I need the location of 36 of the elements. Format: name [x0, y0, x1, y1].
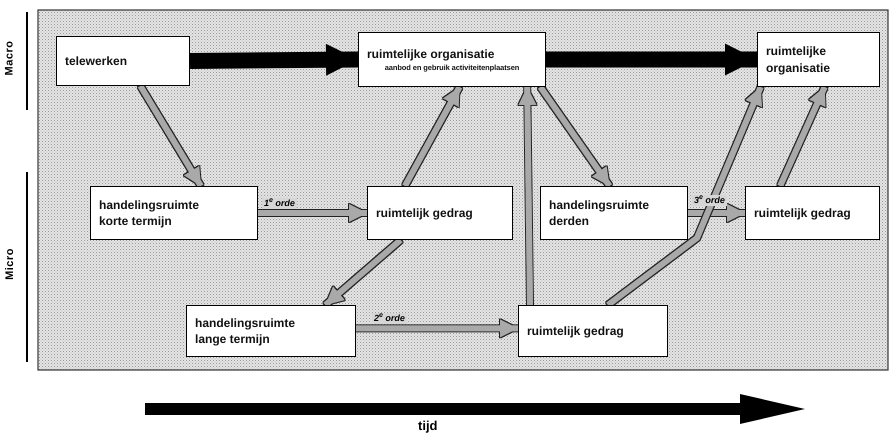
box-label: ruimtelijk gedrag: [527, 322, 625, 340]
box-label: handelingsruimte derden: [549, 196, 650, 230]
arrow: [402, 86, 462, 188]
edge-label: 3$^{e}$ orde: [692, 195, 727, 206]
arrow: [190, 44, 358, 76]
arrow: [518, 86, 536, 306]
box-label: ruimtelijke organisatie: [766, 43, 832, 76]
box-label: ruimtelijk gedrag: [754, 204, 852, 222]
arrow: [546, 44, 757, 76]
process-box: [540, 186, 688, 240]
process-box: [757, 32, 880, 87]
process-box: [745, 186, 880, 240]
arrow: [258, 204, 367, 222]
arrow: [777, 86, 828, 188]
process-box: [518, 305, 668, 357]
edge-label: 2$^{e}$ orde: [372, 313, 407, 324]
axis-label: Micro: [4, 248, 16, 280]
process-box: [358, 32, 546, 87]
box-label: ruimtelijke organisatie: [367, 46, 496, 63]
arrow: [323, 238, 403, 308]
arrow: [356, 319, 518, 338]
arrow: [538, 85, 612, 188]
box-label: handelingsruimte korte termijn: [99, 196, 200, 230]
process-box: [367, 186, 513, 240]
direction-label: tijd: [418, 418, 438, 433]
process-box: [56, 36, 190, 86]
arrow: [688, 204, 745, 222]
arrow: [138, 84, 204, 188]
process-box: [186, 305, 356, 357]
box-label: handelingsruimte lange termijn: [195, 314, 296, 348]
arrow: [606, 86, 764, 308]
box-label: ruimtelijk gedrag: [376, 204, 474, 222]
box-label: telewerken: [65, 52, 128, 70]
edge-label: 1$^{e}$ orde: [262, 198, 297, 209]
axis-label: Macro: [3, 40, 16, 76]
process-box: [90, 186, 258, 240]
